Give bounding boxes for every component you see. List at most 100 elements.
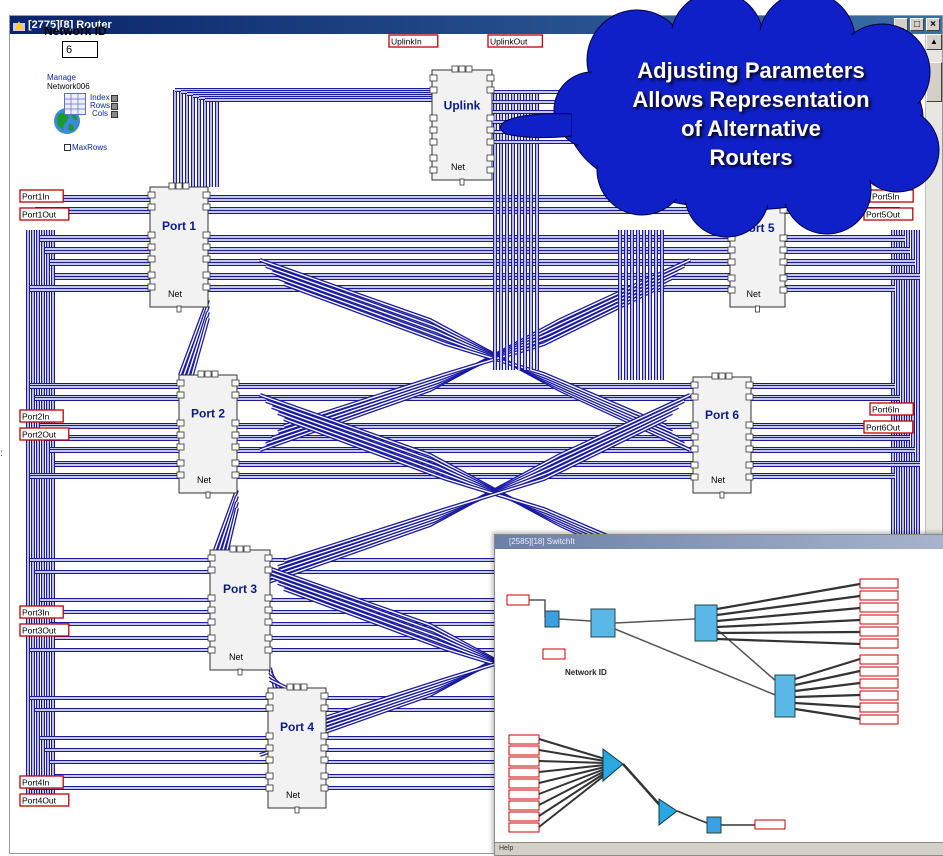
output-pin [745,433,754,441]
wire-bundle-inner [218,495,238,551]
inset-wire [716,582,861,611]
port-in-label[interactable]: Port4In [19,775,64,789]
port-out-label[interactable]: Port6Out [863,420,914,434]
net-label: Net [168,289,183,299]
input-pin [176,391,185,399]
cols-checkbox[interactable] [111,111,118,118]
inset-block [544,610,560,628]
manage-maxrows-link[interactable]: MaxRows [72,143,108,152]
top-pin [465,65,473,73]
port-out-label[interactable]: Port1Out [19,207,70,221]
manage-label[interactable]: Manage [47,73,76,82]
port-out-label[interactable]: Port4Out [19,793,70,807]
input-pin [265,732,274,740]
input-pin [147,191,156,199]
inset-status-bar: Help [495,842,943,855]
output-pin [202,243,211,251]
switchit-diagram: Network ID [506,578,899,834]
output-pin [320,692,329,700]
inset-output-label [859,690,899,701]
network-id-input[interactable]: 6 [62,41,98,58]
top-pin [204,370,212,378]
callout-line-4: Routers [709,145,793,170]
port-in-label-text: Port2In [22,412,50,422]
inset-output-label [859,654,899,665]
inset-input-label [508,745,540,756]
table-grid-icon [64,93,86,115]
output-pin [264,606,273,614]
uplink-out-label-text: UplinkOut [490,37,528,47]
inset-wire [538,770,606,806]
input-pin [147,203,156,211]
port-in-label[interactable]: Port1In [19,189,64,203]
inset-title-bar[interactable]: [2585][18] SwitchIt [495,535,943,549]
port-block[interactable]: Port 1 Net [147,182,211,313]
uplink-out-label[interactable]: UplinkOut [487,34,544,48]
input-pin [690,421,699,429]
inset-input-label [508,756,540,767]
output-pin [231,471,240,479]
port-out-label-box [19,793,70,807]
port-out-label[interactable]: Port2Out [19,427,70,441]
top-pin [458,65,466,73]
port-out-label[interactable]: Port3Out [19,623,70,637]
output-pin [745,381,754,389]
callout-text: Adjusting Parameters Allows Representati… [575,56,927,172]
port-in-label[interactable]: Port3In [19,605,64,619]
manage-index-link[interactable]: Index [90,93,110,102]
callout-line-2: Allows Representation [632,87,870,112]
port-in-label[interactable]: Port6In [869,402,914,416]
manage-rows-link[interactable]: Rows [90,101,111,110]
output-pin [486,166,495,174]
input-pin [207,606,216,614]
wire-bundle-inner [179,299,209,376]
output-pin [231,459,240,467]
uplink-in-label[interactable]: UplinkIn [388,34,439,48]
input-pin [147,255,156,263]
inset-output-label [859,626,899,637]
output-pin [320,732,329,740]
port-in-label[interactable]: Port2In [19,409,64,423]
inset-wire [794,693,861,699]
window-icon [13,21,25,31]
input-pin [176,419,185,427]
wire-bundle-inner [226,507,238,551]
inset-input-label [506,594,530,606]
input-pin [690,445,699,453]
maxrows-checkbox[interactable] [64,144,71,151]
inset-wire [538,772,606,817]
block-label: Port 6 [705,408,739,422]
scroll-up-button[interactable]: ▲ [926,34,942,50]
inset-output-label [859,666,899,677]
inset-wire [794,657,861,681]
inset-output-label [859,714,899,725]
inset-network-id-label: Network ID [565,668,607,677]
manage-network-name: Network006 [47,82,90,91]
output-pin [486,114,495,122]
top-pin [451,65,459,73]
output-pin [745,461,754,469]
close-button[interactable]: × [926,18,940,31]
inset-input-label [508,800,540,811]
uplink-out-label-box [487,34,544,48]
block-label: Port 1 [162,219,196,233]
index-checkbox[interactable] [111,95,118,102]
inset-wire [794,681,861,693]
manage-cols-link[interactable]: Cols [92,109,109,118]
output-pin [202,283,211,291]
output-pin [779,258,788,266]
output-pin [202,255,211,263]
maximize-button[interactable]: □ [910,18,924,31]
rows-checkbox[interactable] [111,103,118,110]
input-pin [176,431,185,439]
input-pin [690,433,699,441]
port-out-label-text: Port2Out [22,430,57,440]
inset-wire [538,766,606,784]
inset-mux-block [694,604,718,642]
